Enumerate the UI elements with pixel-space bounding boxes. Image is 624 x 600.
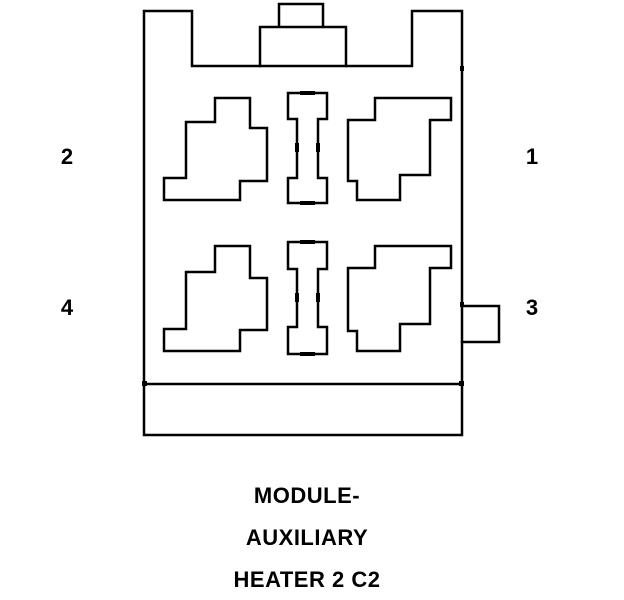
connector-title-line-3: HEATER 2 C2 (233, 567, 381, 592)
side-latch (460, 304, 501, 344)
terminal-marker (300, 91, 315, 95)
pin-label-2: 2 (60, 144, 74, 169)
cavity-1 (346, 96, 453, 202)
housing-corner-marker (460, 302, 464, 307)
pin-label-3: 3 (525, 295, 539, 320)
cavity-2 (162, 96, 269, 202)
pin-label-4: 4 (60, 295, 74, 320)
top-locking-tab (258, 2, 348, 68)
terminal-marker (316, 143, 320, 152)
connector-title-line-2: AUXILIARY (245, 525, 369, 550)
center-cavity-upper (286, 91, 329, 205)
terminal-marker (295, 293, 299, 302)
cavity-4 (162, 244, 269, 353)
terminal-marker (300, 240, 315, 244)
terminal-marker (295, 143, 299, 152)
housing-corner-marker (460, 66, 464, 71)
terminal-marker (316, 293, 320, 302)
cavity-3 (346, 244, 453, 353)
terminal-marker (300, 201, 315, 205)
terminal-marker (300, 352, 315, 356)
pin-label-1: 1 (525, 144, 539, 169)
housing-corner-marker (142, 381, 147, 386)
connector-housing (142, 9, 464, 437)
center-cavity-lower (286, 240, 329, 356)
connector-title-line-1: MODULE- (253, 483, 361, 508)
housing-corner-marker (459, 381, 464, 386)
